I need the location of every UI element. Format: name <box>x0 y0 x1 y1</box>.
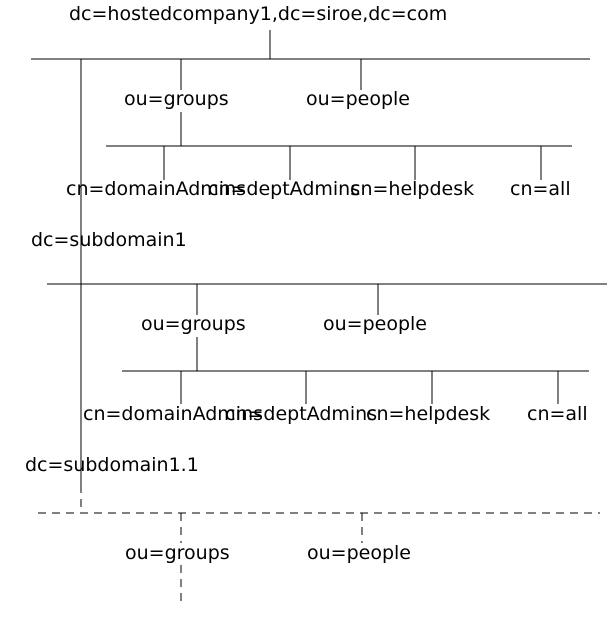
subdomain1-role-all-label: cn=all <box>527 403 588 425</box>
subdomain11-groups-label: ou=groups <box>125 542 230 564</box>
role-all-label: cn=all <box>510 178 571 200</box>
subdomain1-people-label: ou=people <box>323 313 427 335</box>
role-deptadmins-label: cn=deptAdmins <box>208 178 361 200</box>
role-helpdesk-label: cn=helpdesk <box>350 178 475 200</box>
subdomain1-role-deptadmins-label: cn=deptAdmins <box>225 403 378 425</box>
role-domainadmins-label: cn=domainAdmins <box>66 178 247 200</box>
subdomain1-dc-label: dc=subdomain1 <box>31 229 187 251</box>
root-dc-label: dc=hostedcompany1,dc=siroe,dc=com <box>69 3 448 25</box>
subdomain11-dc-label: dc=subdomain1.1 <box>25 454 199 476</box>
subdomain11-people-label: ou=people <box>307 542 411 564</box>
subdomain1-role-helpdesk-label: cn=helpdesk <box>366 403 491 425</box>
subdomain1-role-domainadmins-label: cn=domainAdmins <box>83 403 264 425</box>
groups-ou-label: ou=groups <box>124 88 229 110</box>
people-ou-label: ou=people <box>306 88 410 110</box>
subdomain1-groups-label: ou=groups <box>141 313 246 335</box>
